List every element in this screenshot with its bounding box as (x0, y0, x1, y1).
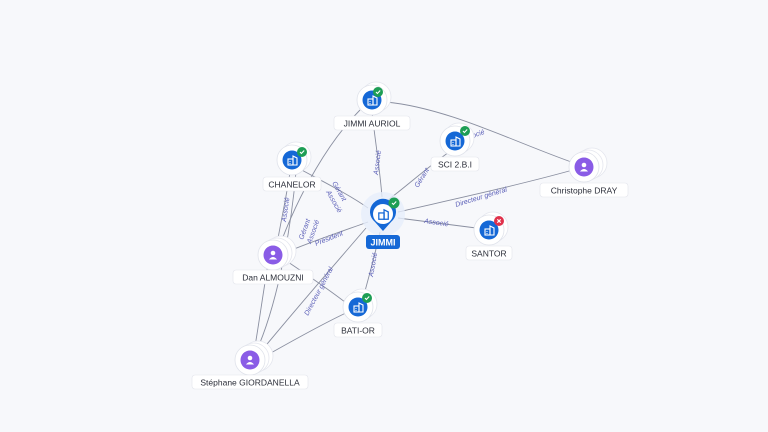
node-label: JIMMI AURIOL (344, 119, 401, 129)
closed-badge-icon (494, 216, 504, 226)
edge-label: Associé (368, 252, 379, 278)
edge-jimmi-christophe[interactable] (397, 167, 581, 213)
node-label: Christophe DRAY (551, 186, 618, 196)
node-stephane[interactable]: Stéphane GIORDANELLA (191, 340, 309, 390)
node-label: BATI-OR (341, 326, 375, 336)
node-label: SANTOR (471, 249, 506, 259)
node-chanelor[interactable]: CHANELOR (262, 141, 322, 192)
active-badge-icon (297, 147, 307, 157)
active-badge-icon (388, 197, 400, 209)
edge-label: Associé (423, 218, 449, 228)
edge-label: Associé (373, 150, 383, 176)
active-badge-icon (460, 126, 470, 136)
edge-jimmi-stephane[interactable] (257, 227, 367, 356)
edge-jimmi-chanelor[interactable] (297, 167, 369, 209)
edge-label: Président (314, 230, 345, 248)
center-label: JIMMI (370, 238, 395, 248)
edge-label: Associé (281, 197, 291, 223)
node-label: Dan ALMOUZNI (242, 273, 303, 283)
center-node-jimmi[interactable]: JIMMI (361, 192, 405, 249)
node-dan[interactable]: Dan ALMOUZNI (232, 235, 314, 285)
node-jimmi-auriol[interactable]: JIMMI AURIOL (333, 81, 411, 131)
node-label: SCI 2.B.I (438, 160, 472, 170)
node-christophe[interactable]: Christophe DRAY (539, 147, 629, 198)
node-sci2bi[interactable]: SCI 2.B.I (430, 122, 480, 172)
node-label: CHANELOR (268, 180, 315, 190)
active-badge-icon (373, 87, 383, 97)
node-label: Stéphane GIORDANELLA (200, 378, 300, 388)
node-batior[interactable]: BATI-OR (333, 288, 383, 338)
active-badge-icon (362, 293, 372, 303)
edge-auriol-christophe[interactable] (385, 101, 581, 166)
node-santor[interactable]: SANTOR (465, 211, 513, 261)
